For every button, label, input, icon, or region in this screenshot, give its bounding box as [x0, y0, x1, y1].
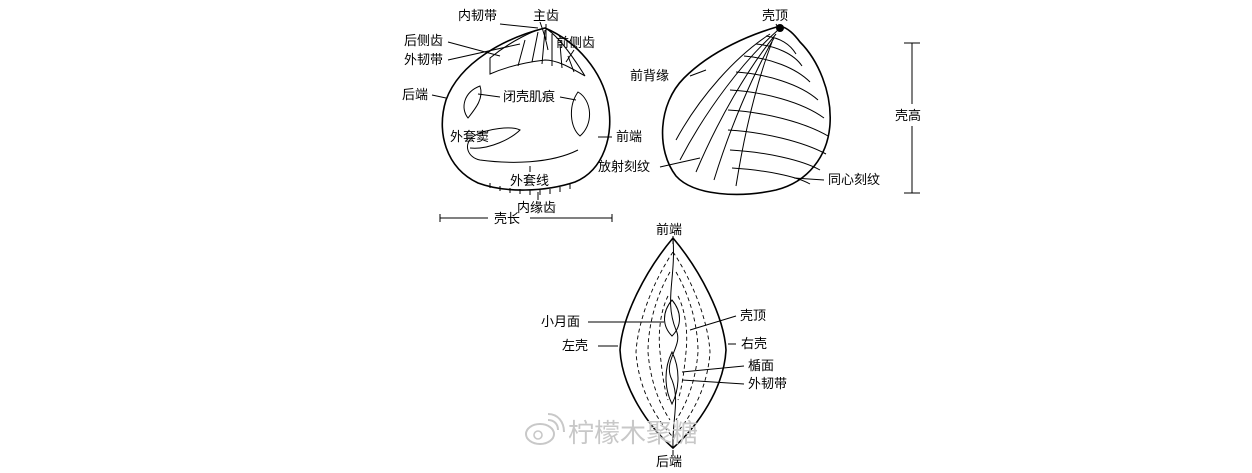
umbo-leader	[775, 23, 779, 29]
concentric-ribs-leader	[793, 177, 825, 181]
label-anterior-lateral-tooth: 前侧齿	[556, 35, 595, 51]
label-cardinal-tooth: 主齿	[533, 9, 559, 24]
label-anterior-end: 前端	[616, 129, 642, 145]
anterior-lateral-tooth-leader	[565, 49, 575, 63]
label-posterior-end: 后端	[402, 88, 428, 103]
label-inner-margin-teeth: 内缘齿	[517, 200, 556, 216]
label-right-valve: 右壳	[741, 337, 767, 352]
watermark: 柠檬木聚糖	[525, 413, 698, 449]
label-radial-ribs: 放射刻纹	[598, 159, 650, 175]
radial-ribs-lines	[675, 29, 779, 187]
label-dorsal-outer-ligament: 外韧带	[748, 377, 787, 392]
anterior-adductor-scar	[571, 91, 590, 137]
posterior-adductor-scar	[463, 85, 482, 119]
posterior-lateral-tooth-leader	[447, 41, 501, 57]
label-adductor-scar: 闭壳肌痕	[503, 89, 555, 105]
label-anterior-dorsal-margin: 前背缘	[630, 68, 669, 84]
posterior-end-leader	[431, 94, 447, 99]
label-lunule: 小月面	[541, 315, 580, 330]
radial-ribs-leader	[659, 157, 701, 168]
inner-ligament-leader	[499, 23, 539, 29]
label-pallial-sinus: 外套窦	[450, 129, 489, 145]
shell-height-dimension-line	[904, 42, 920, 194]
label-umbo: 壳顶	[762, 9, 788, 24]
label-pallial-line: 外套线	[510, 173, 549, 189]
label-concentric-ribs: 同心刻纹	[828, 173, 880, 188]
outer-ligament-leader	[447, 43, 521, 61]
outer-view-figure: 壳顶 前背缘 壳高 放射刻纹 同心刻纹	[598, 9, 921, 196]
inner-shell-outline	[441, 27, 611, 191]
label-dorsal-anterior: 前端	[656, 222, 682, 238]
weibo-icon	[525, 413, 565, 445]
label-posterior-lateral-tooth: 后侧齿	[404, 34, 443, 49]
watermark-text: 柠檬木聚糖	[568, 419, 698, 449]
shell-length-dimension-line	[439, 214, 613, 222]
label-shell-height: 壳高	[895, 108, 921, 124]
concentric-ribs-lines	[727, 35, 829, 185]
umbo-mark	[776, 24, 784, 32]
pallial-sinus-line	[466, 127, 579, 163]
label-dorsal-umbo: 壳顶	[740, 309, 766, 324]
inner-ligament-shape	[539, 21, 549, 51]
label-shell-length: 壳长	[494, 212, 520, 227]
dorsal-outer-ligament-leader	[681, 379, 745, 385]
lunule-shape	[664, 299, 680, 337]
anterior-dorsal-margin-leader	[689, 69, 707, 77]
commissure-line	[668, 237, 679, 449]
label-inner-ligament: 内韧带	[458, 8, 497, 24]
inner-margin-teeth-marks	[489, 183, 571, 195]
adductor-scar-leader	[477, 93, 577, 101]
label-outer-ligament: 外韧带	[404, 53, 443, 68]
dorsal-view-figure: 前端 小月面 壳顶 左壳 右壳 楯面 外韧带 后端	[541, 222, 787, 470]
dorsal-umbo-leader	[689, 315, 737, 331]
hinge-teeth	[517, 29, 575, 73]
inner-view-figure: 内韧带 主齿 后侧齿 前侧齿 外韧带 后端 闭壳肌痕 外套窦 前端 外套线 内缘…	[402, 8, 642, 227]
label-escutcheon: 楯面	[748, 359, 774, 374]
escutcheon-leader	[681, 365, 745, 373]
hinge-plate	[489, 27, 586, 77]
dorsal-growth-lines	[635, 251, 711, 437]
label-left-valve: 左壳	[562, 339, 588, 354]
label-dorsal-posterior: 后端	[656, 455, 682, 470]
escutcheon-shape	[665, 350, 679, 406]
